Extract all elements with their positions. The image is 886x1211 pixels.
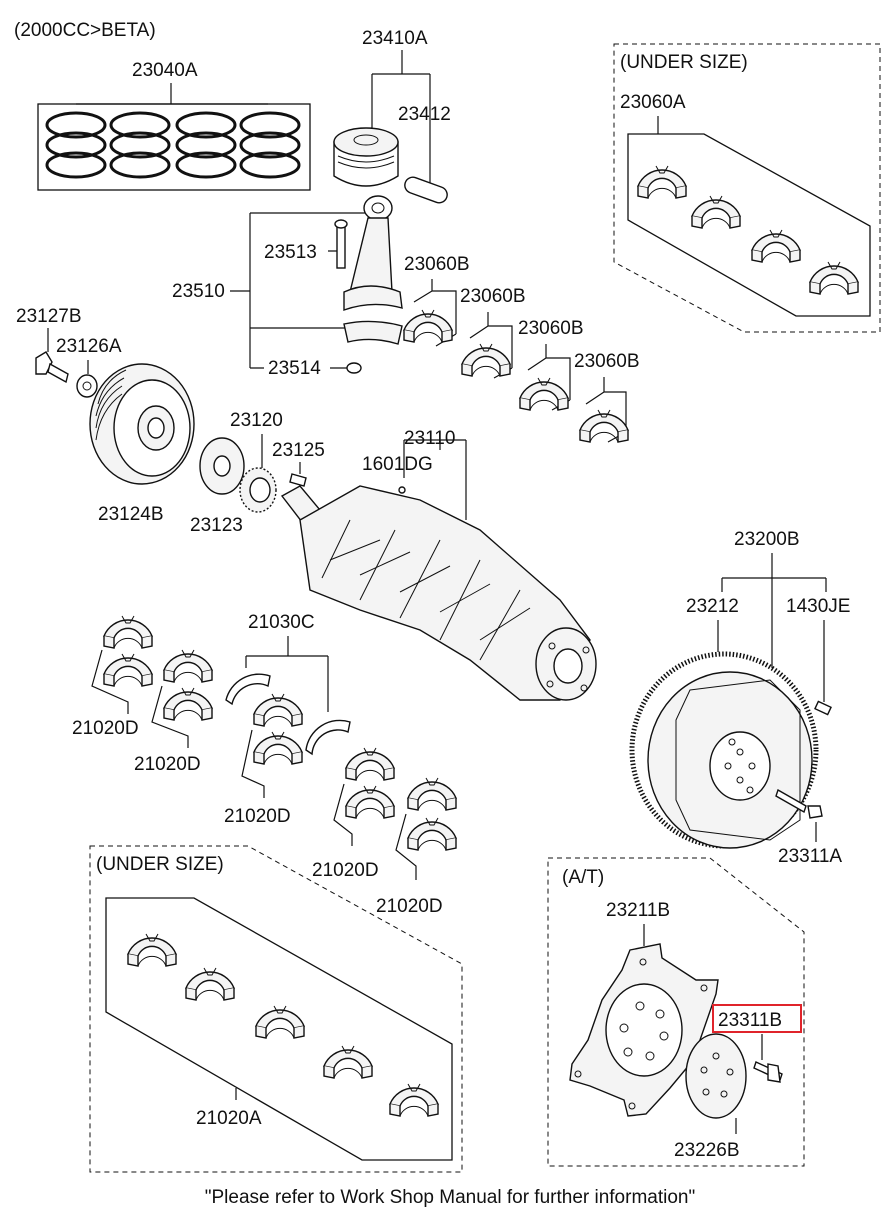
part-label-23513[interactable]: 23513: [264, 242, 317, 263]
part-label-23226B[interactable]: 23226B: [674, 1140, 740, 1161]
part-label-23410A[interactable]: 23410A: [362, 28, 428, 49]
timing-sprocket-group: 23120 23125 23123: [190, 410, 325, 536]
flywheel-group: 23200B 23212 1430JE 23311A: [629, 529, 850, 867]
part-label-23126A[interactable]: 23126A: [56, 336, 122, 357]
upper-bearing-set: 23060B 23060B 23060B 23060B: [403, 254, 640, 443]
part-label-23040A[interactable]: 23040A: [132, 60, 198, 81]
part-label-21020D-5[interactable]: 21020D: [376, 896, 443, 917]
part-label-23311B[interactable]: 23311B: [718, 1010, 782, 1031]
part-label-21020D-4[interactable]: 21020D: [312, 860, 379, 881]
part-label-23125[interactable]: 23125: [272, 440, 325, 461]
piston-ring-set: 23040A: [37, 60, 311, 191]
automatic-transmission-group: (A/T) 23211B 23311B 23226B: [547, 857, 805, 1167]
upper-under-size-group: (UNDER SIZE) 23060A: [613, 43, 881, 333]
part-label-23060B-2[interactable]: 23060B: [460, 286, 526, 307]
crankshaft: 23110 1601DG: [280, 428, 597, 701]
part-label-1601DG[interactable]: 1601DG: [362, 454, 433, 475]
part-label-23200B[interactable]: 23200B: [734, 529, 800, 550]
part-label-21020D-3[interactable]: 21020D: [224, 806, 291, 827]
part-label-23514[interactable]: 23514: [268, 358, 321, 379]
part-label-21020D-2[interactable]: 21020D: [134, 754, 201, 775]
part-label-23412[interactable]: 23412: [398, 104, 451, 125]
part-label-23060A[interactable]: 23060A: [620, 92, 686, 113]
part-label-23212[interactable]: 23212: [686, 596, 739, 617]
part-label-23123[interactable]: 23123: [190, 515, 243, 536]
connecting-rod-assembly: 23513 23510 23514: [172, 195, 403, 379]
part-label-23060B-1[interactable]: 23060B: [404, 254, 470, 275]
part-label-23510[interactable]: 23510: [172, 281, 225, 302]
piston-assembly: 23410A 23412: [333, 28, 451, 204]
crank-pulley-group: 23127B 23126A 23124B: [16, 306, 195, 525]
part-label-23311A[interactable]: 23311A: [778, 846, 842, 867]
automatic-transmission-title: (A/T): [562, 867, 604, 888]
part-label-23120[interactable]: 23120: [230, 410, 283, 431]
part-label-21020D-1[interactable]: 21020D: [72, 718, 139, 739]
part-label-21030C[interactable]: 21030C: [248, 612, 315, 633]
lower-under-size-group: (UNDER SIZE) 21020A: [89, 845, 463, 1173]
part-label-1430JE[interactable]: 1430JE: [786, 596, 850, 617]
part-label-23110[interactable]: 23110: [404, 428, 455, 449]
lower-under-size-title: (UNDER SIZE): [96, 854, 224, 875]
part-label-23124B[interactable]: 23124B: [98, 504, 164, 525]
upper-under-size-title: (UNDER SIZE): [620, 52, 748, 73]
part-label-23060B-4[interactable]: 23060B: [574, 351, 640, 372]
part-label-23060B-3[interactable]: 23060B: [518, 318, 584, 339]
footer-note: "Please refer to Work Shop Manual for fu…: [205, 1187, 695, 1208]
engine-note: (2000CC>BETA): [14, 20, 156, 41]
highlight-box-23311B: [712, 1004, 802, 1033]
part-label-23211B[interactable]: 23211B: [606, 900, 670, 921]
part-label-21020A[interactable]: 21020A: [196, 1108, 262, 1129]
lower-bearing-set: 21030C 21020D 21020D 21020D 21020D 21020…: [72, 612, 457, 917]
part-label-23127B[interactable]: 23127B: [16, 306, 82, 327]
